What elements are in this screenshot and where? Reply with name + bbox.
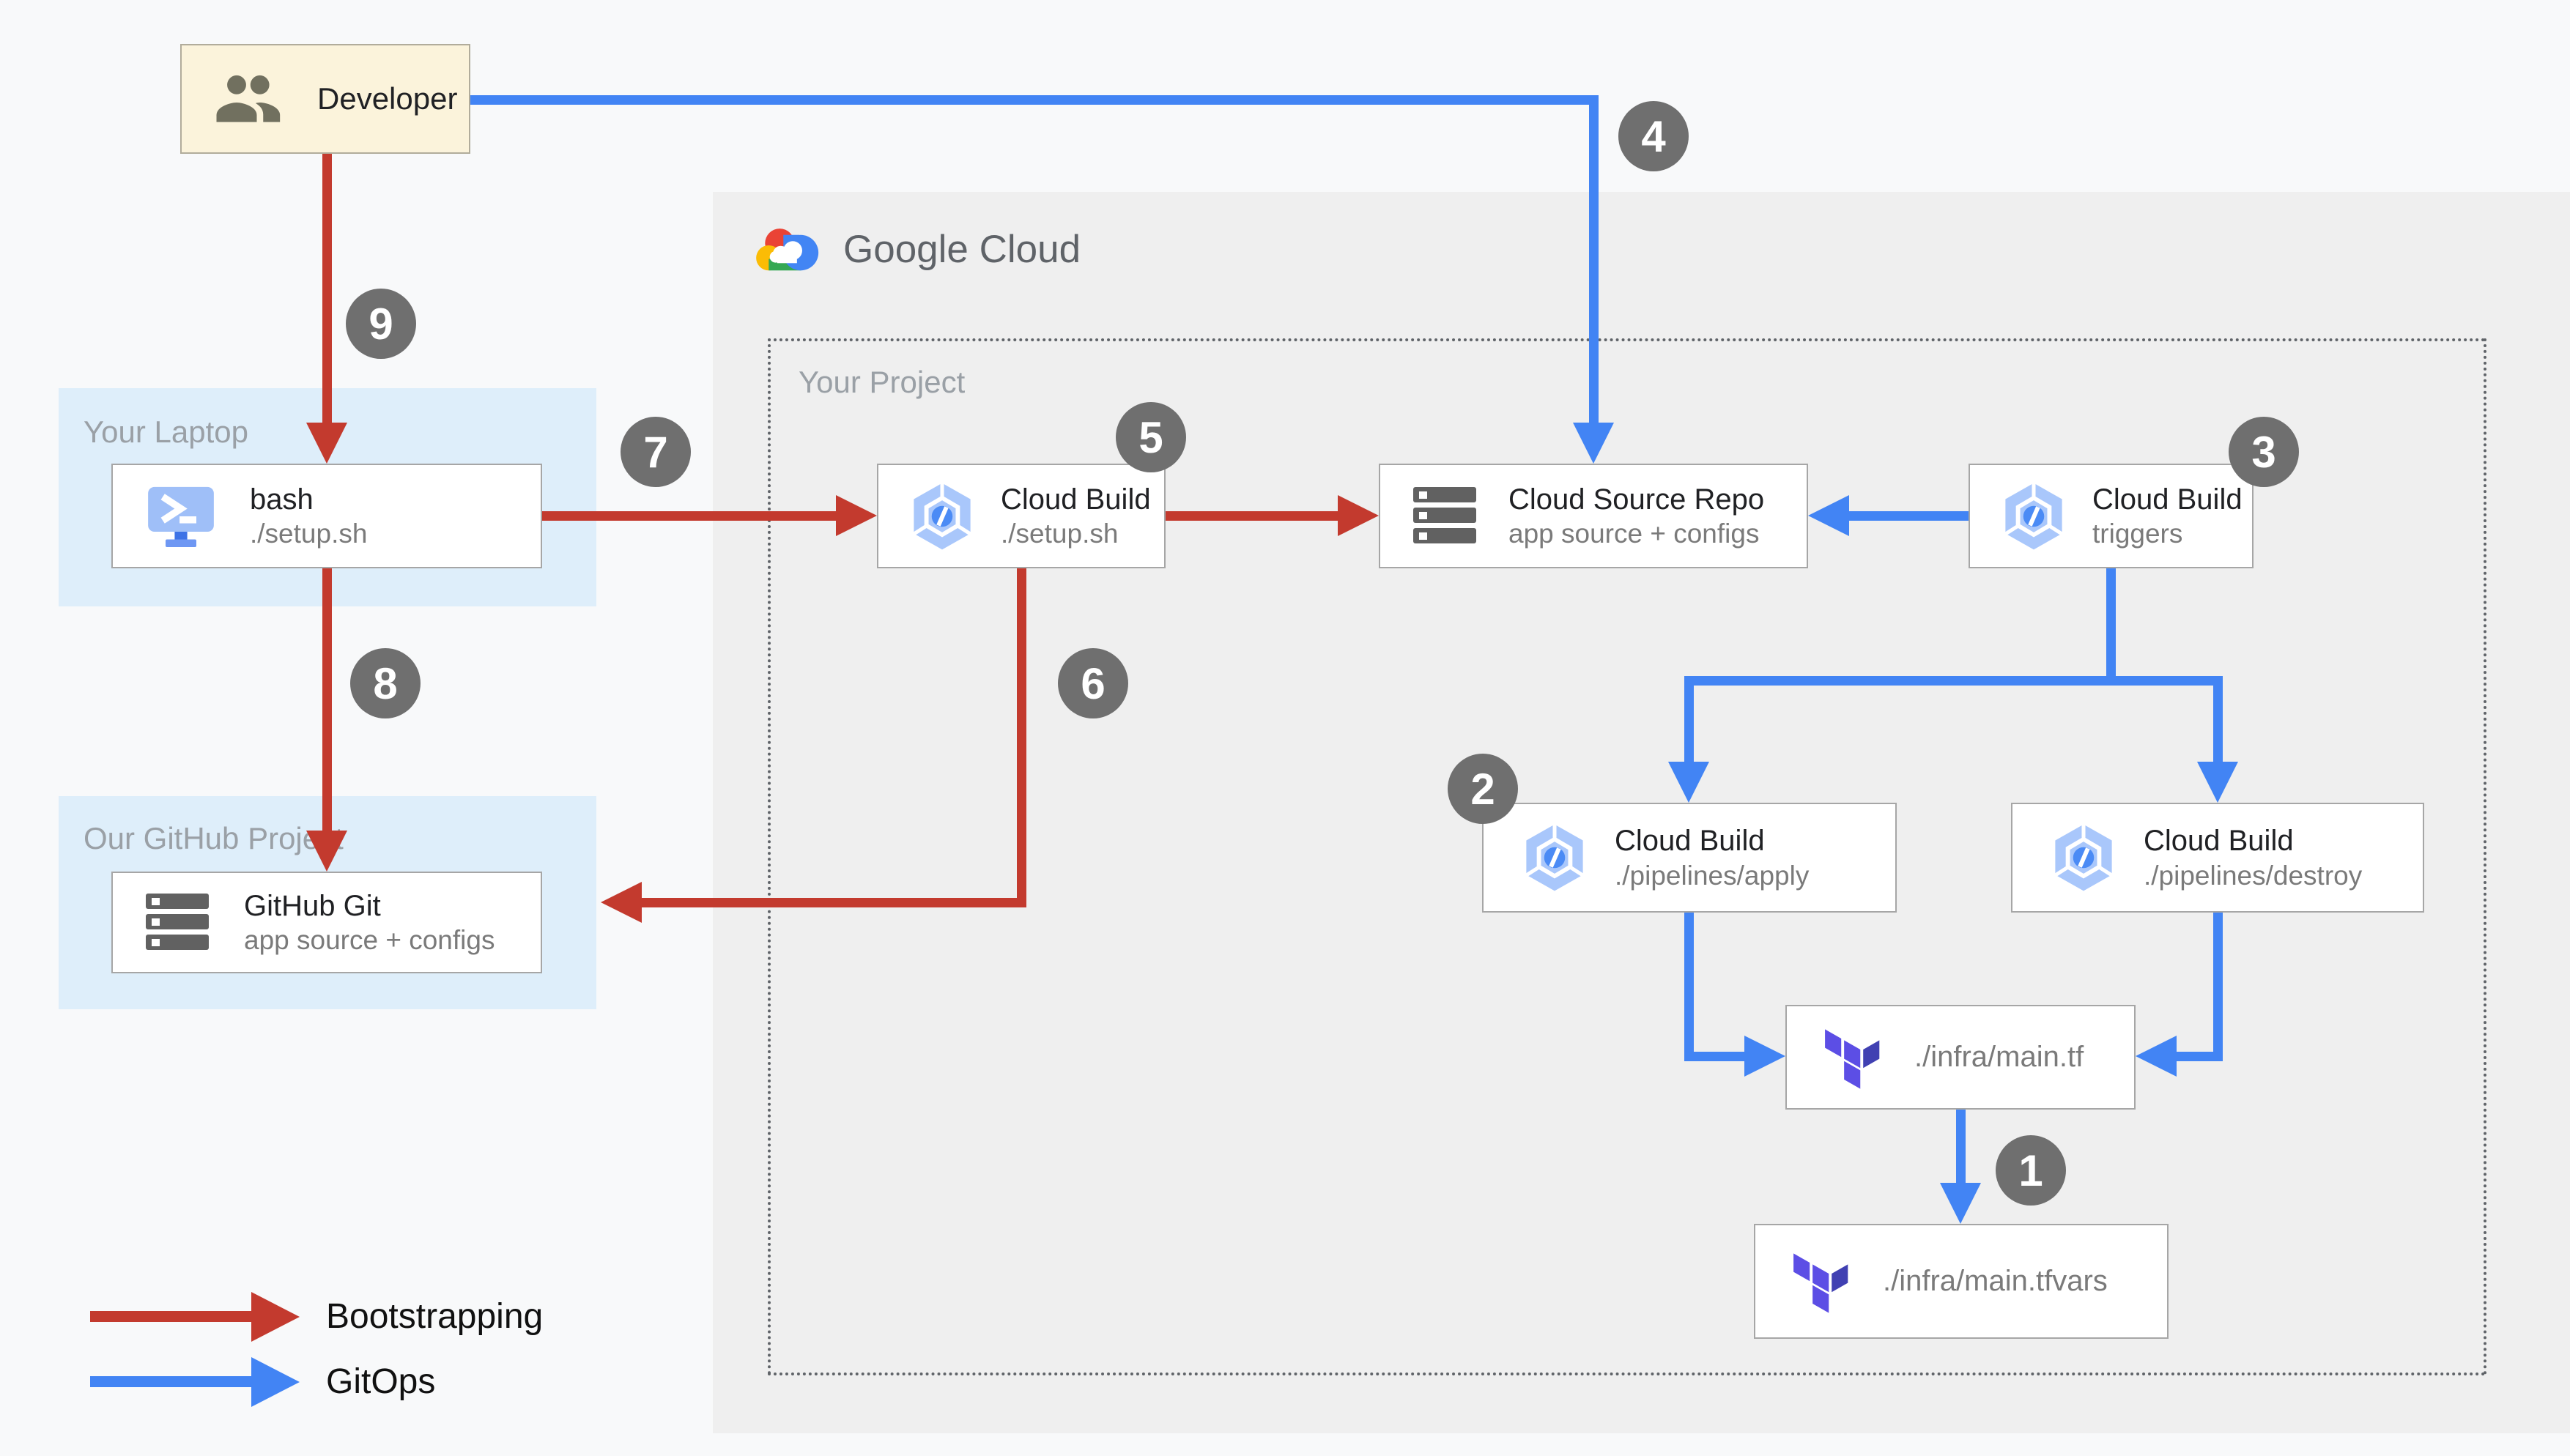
- cloud-build-destroy-title: Cloud Build: [2144, 825, 2294, 858]
- step-badge-5: 5: [1116, 402, 1186, 472]
- github-git-subtitle: app source + configs: [244, 925, 495, 956]
- infra-main-tfvars-label: ./infra/main.tfvars: [1883, 1265, 2108, 1297]
- repo-stack-icon: [1413, 486, 1478, 546]
- github-git-node: GitHub Git app source + configs: [111, 872, 542, 973]
- legend-gitops-label: GitOps: [326, 1362, 436, 1401]
- edge-developer-right: [470, 95, 1599, 105]
- edge-split-horizontal: [1684, 676, 2223, 686]
- edge-apply-to-maintf: [1684, 1052, 1746, 1061]
- cloud-build-setup-subtitle: ./setup.sh: [1001, 519, 1119, 549]
- arrowhead-bash-to-cloudbuildsetup: [836, 495, 877, 536]
- edge-split-to-destroy: [2213, 676, 2223, 762]
- cloud-source-repo-title: Cloud Source Repo: [1508, 483, 1765, 516]
- edge-split-to-apply: [1684, 676, 1694, 762]
- cloud-build-setup-node: Cloud Build ./setup.sh: [877, 464, 1166, 568]
- edge-cloudbuildsetup-to-csr: [1166, 511, 1338, 521]
- cloud-build-triggers-subtitle: triggers: [2092, 519, 2183, 549]
- your-project-container: [768, 338, 2486, 1375]
- edge-cloudbuildsetup-down: [1017, 568, 1026, 907]
- edge-triggers-down: [2106, 568, 2116, 686]
- step-badge-1: 1: [1996, 1135, 2066, 1206]
- edge-maintf-to-tfvars: [1956, 1110, 1966, 1184]
- cloud-build-icon: [2053, 823, 2114, 892]
- arrowhead-apply-to-maintf: [1744, 1036, 1785, 1077]
- edge-bash-to-cloudbuildsetup: [542, 511, 838, 521]
- arrowhead-developer-to-bash: [306, 423, 347, 464]
- edge-developer-down-to-csr: [1589, 95, 1599, 423]
- infra-main-tf-label: ./infra/main.tf: [1914, 1041, 2084, 1073]
- people-icon: [215, 74, 288, 124]
- terraform-icon: [1823, 1025, 1882, 1091]
- arrowhead-split-to-apply: [1668, 762, 1709, 803]
- arrowhead-destroy-to-maintf: [2136, 1036, 2177, 1077]
- step-badge-3: 3: [2229, 417, 2299, 487]
- cloud-build-triggers-title: Cloud Build: [2092, 483, 2243, 516]
- cloud-build-triggers-node: Cloud Build triggers: [1969, 464, 2254, 568]
- edge-destroy-to-maintf: [2172, 1052, 2223, 1061]
- legend-bootstrapping-arrowhead: [251, 1292, 300, 1342]
- step-badge-2: 2: [1448, 754, 1518, 824]
- google-cloud-icon: [751, 220, 824, 278]
- edge-destroy-down: [2213, 913, 2223, 1061]
- cloud-build-setup-title: Cloud Build: [1001, 483, 1151, 516]
- github-git-title: GitHub Git: [244, 889, 381, 922]
- github-project-label: Our GitHub Project: [84, 821, 344, 855]
- edge-apply-down: [1684, 913, 1694, 1061]
- cloud-source-repo-node: Cloud Source Repo app source + configs: [1379, 464, 1808, 568]
- edge-cloudbuildsetup-to-github: [642, 898, 1026, 907]
- infra-main-tf-node: ./infra/main.tf: [1785, 1005, 2136, 1110]
- arrowhead-split-to-destroy: [2197, 762, 2238, 803]
- bash-subtitle: ./setup.sh: [250, 519, 368, 549]
- arrowhead-developer-to-csr: [1573, 423, 1614, 464]
- edge-developer-to-bash: [322, 154, 332, 423]
- developer-label: Developer: [317, 81, 458, 116]
- arrowhead-cloudbuildsetup-to-github: [601, 882, 642, 923]
- legend-bootstrapping-label: Bootstrapping: [326, 1297, 544, 1336]
- arrowhead-triggers-to-csr: [1808, 495, 1849, 536]
- google-cloud-logo: Google Cloud: [751, 220, 1081, 278]
- bash-title: bash: [250, 483, 314, 516]
- cloud-source-repo-subtitle: app source + configs: [1508, 519, 1760, 549]
- repo-stack-icon: [146, 893, 210, 952]
- your-laptop-label: Your Laptop: [84, 415, 248, 449]
- developer-node: Developer: [180, 44, 470, 154]
- google-cloud-wordmark: Google Cloud: [843, 227, 1081, 271]
- legend-bootstrapping-line: [90, 1311, 251, 1322]
- legend-gitops-line: [90, 1376, 251, 1387]
- infra-main-tfvars-node: ./infra/main.tfvars: [1754, 1224, 2169, 1339]
- edge-bash-to-githubgit: [322, 568, 332, 831]
- bash-node: bash ./setup.sh: [111, 464, 542, 568]
- edge-triggers-to-csr: [1848, 511, 1969, 521]
- terraform-icon: [1792, 1249, 1851, 1315]
- legend-gitops-arrowhead: [251, 1357, 300, 1407]
- cloud-build-icon: [911, 481, 973, 551]
- cloud-build-destroy-subtitle: ./pipelines/destroy: [2144, 860, 2363, 891]
- step-badge-6: 6: [1058, 648, 1128, 718]
- cloud-build-destroy-node: Cloud Build ./pipelines/destroy: [2011, 803, 2424, 913]
- your-project-label: Your Project: [799, 365, 966, 399]
- terminal-icon: [146, 486, 216, 547]
- arrowhead-maintf-to-tfvars: [1940, 1183, 1981, 1224]
- step-badge-7: 7: [621, 417, 691, 487]
- step-badge-8: 8: [350, 648, 421, 718]
- step-badge-4: 4: [1618, 101, 1689, 171]
- cloud-build-icon: [1524, 823, 1585, 892]
- arrowhead-cloudbuildsetup-to-csr: [1338, 495, 1379, 536]
- cloud-build-apply-node: Cloud Build ./pipelines/apply: [1482, 803, 1897, 913]
- cloud-build-apply-subtitle: ./pipelines/apply: [1615, 860, 1810, 891]
- cloud-build-icon: [2003, 481, 2064, 551]
- arrowhead-bash-to-githubgit: [306, 831, 347, 872]
- cloud-build-apply-title: Cloud Build: [1615, 825, 1765, 858]
- step-badge-9: 9: [346, 289, 416, 359]
